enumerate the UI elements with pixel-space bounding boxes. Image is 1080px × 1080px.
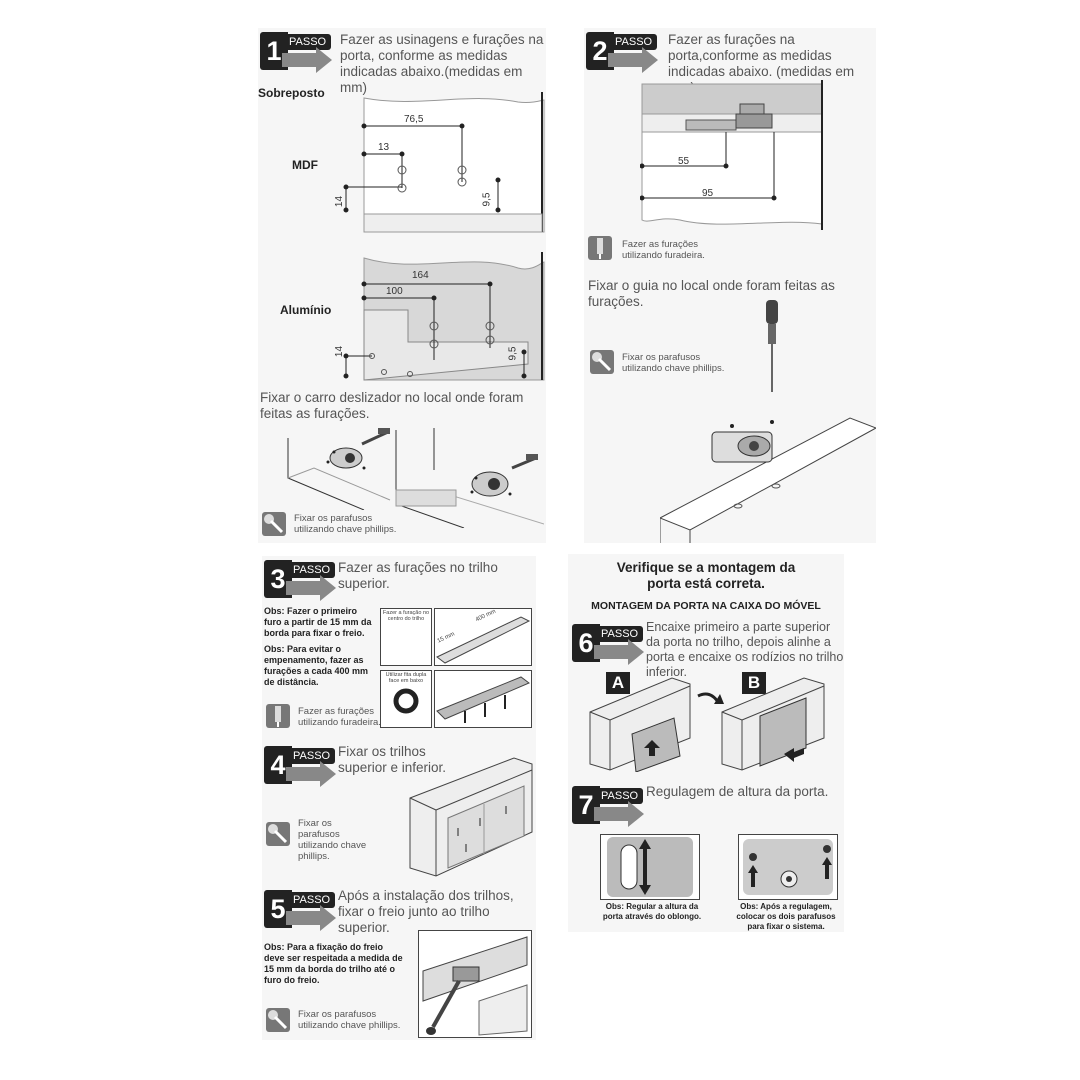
step-number: 1 <box>260 32 288 70</box>
screwdriver-icon <box>266 1008 290 1032</box>
step-5-badge: 5 PASSO <box>264 890 336 931</box>
step-word: PASSO <box>288 562 336 578</box>
aluminio-label: Alumínio <box>280 303 332 317</box>
screw-note-5: Fixar os parafusos utilizando chave phil… <box>298 1009 401 1031</box>
aluminio-door-drawing <box>343 252 545 381</box>
arrow-right-icon <box>282 47 332 73</box>
step-3-obs-1: Obs: Fazer o primeiro furo a partir de 1… <box>264 606 372 638</box>
drill-note-3: Fazer as furações utilizando furadeira. <box>298 706 381 728</box>
step-7-obs-1: Obs: Regular a altura da porta através d… <box>602 902 702 921</box>
trilho-drawing <box>436 616 531 664</box>
screwdriver-icon <box>262 512 286 536</box>
mdf-door-drawing <box>343 92 545 233</box>
alu-dim-164: 164 <box>412 270 429 281</box>
panel-step-6-7: Verifique se a montagem da porta está co… <box>568 554 844 932</box>
step-word: PASSO <box>596 788 644 804</box>
fix-guia-text: Fixar o guia no local onde foram feitas … <box>588 278 835 309</box>
alu-dim-100: 100 <box>386 286 403 297</box>
step-1-badge: 1 PASSO <box>260 32 332 73</box>
screwdriver-icon <box>590 350 614 374</box>
step-word: PASSO <box>284 34 332 50</box>
fita-dupla-label: Utilizar fita dupla face em baixo <box>385 672 427 684</box>
step-7-badge: 7 PASSO <box>572 786 644 827</box>
furacao-centro-label: Fazer a furação no centro do trilho <box>382 610 430 622</box>
check-subtitle: MONTAGEM DA PORTA NA CAIXA DO MÓVEL <box>591 600 821 612</box>
step-2-text: Fazer as furações na porta,conforme as m… <box>668 32 855 95</box>
mdf-dim-9-5: 9,5 <box>481 192 493 207</box>
arrow-right-icon <box>286 905 336 931</box>
alu-dim-9-5: 9,5 <box>507 346 519 361</box>
oblongo-illustration-box <box>600 834 700 900</box>
sobreposto-label: Sobreposto <box>258 86 325 100</box>
screw-note-4: Fixar os parafusos utilizando chave phil… <box>298 818 367 862</box>
step-4-badge: 4 PASSO <box>264 746 336 787</box>
carro-aluminio-illustration <box>395 428 544 528</box>
screwdriver-icon <box>266 822 290 846</box>
regulagem-illustration-box <box>738 834 838 900</box>
porta-furacao-drawing <box>640 80 823 230</box>
step-6-text: Encaixe primeiro a parte superior da por… <box>646 620 844 679</box>
trilhos-cabinet-illustration <box>409 757 533 877</box>
trilho-inferior-drawing <box>436 676 530 723</box>
carro-mdf-illustration <box>287 428 391 510</box>
step-7-obs-2: Obs: Após a regulagem, colocar os dois p… <box>736 902 836 931</box>
step-word: PASSO <box>288 748 336 764</box>
drill-icon <box>588 236 612 260</box>
arrow-right-icon <box>594 801 644 827</box>
panel-step-2: 2 PASSO Fazer as furações na porta,confo… <box>584 28 876 543</box>
step-6-badge: 6 PASSO <box>572 624 644 665</box>
step-3-badge: 3 PASSO <box>264 560 336 601</box>
arrow-right-icon <box>286 761 336 787</box>
label-b-badge: B <box>742 672 766 694</box>
curved-arrow-icon <box>697 692 724 704</box>
fix-carro-text: Fixar o carro deslizador no local onde f… <box>260 390 524 421</box>
step-5-text: Após a instalação dos trilhos, fixar o f… <box>338 888 514 935</box>
step-7-text: Regulagem de altura da porta. <box>646 784 829 799</box>
drill-icon <box>266 704 290 728</box>
check-title: Verifique se a montagem da porta está co… <box>616 560 796 591</box>
screw-note-2: Fixar os parafusos utilizando chave phil… <box>622 352 725 374</box>
step-word: PASSO <box>610 34 658 50</box>
regulagem-illustration <box>743 839 833 895</box>
guia-illustration <box>660 300 876 543</box>
step-3-text: Fazer as furações no trilho superior. <box>338 560 498 591</box>
freio-illustration-box <box>418 930 532 1038</box>
step-5-obs: Obs: Para a fixação do freio deve ser re… <box>264 942 403 985</box>
step-3-obs-2: Obs: Para evitar o empenamento, fazer as… <box>264 644 369 687</box>
trilho-dim-box: 15 mm 400 mm <box>434 608 532 666</box>
furacao-centro-box: Fazer a furação no centro do trilho <box>380 608 432 666</box>
panel-step-1: 1 PASSO Fazer as usinagens e furações na… <box>258 28 546 543</box>
tape-roll-icon <box>393 688 419 714</box>
mdf-dim-13: 13 <box>378 142 390 153</box>
mdf-dim-14: 14 <box>334 195 346 208</box>
step-word: PASSO <box>596 626 644 642</box>
screw-note-1: Fixar os parafusos utilizando chave phil… <box>294 513 397 535</box>
step-1-text: Fazer as usinagens e furações na porta, … <box>340 32 544 95</box>
step-word: PASSO <box>288 892 336 908</box>
freio-illustration <box>422 936 528 1036</box>
step-4-text: Fixar os trilhos superior e inferior. <box>338 744 447 775</box>
dim-95: 95 <box>702 188 714 199</box>
mdf-dim-76-5: 76,5 <box>404 114 424 125</box>
drill-note-2: Fazer as furações utilizando furadeira. <box>622 239 705 261</box>
alu-dim-14: 14 <box>334 345 346 358</box>
step-2-badge: 2 PASSO <box>586 32 658 73</box>
fita-dupla-box: Utilizar fita dupla face em baixo <box>380 670 432 728</box>
cabinet-a-illustration <box>589 677 691 772</box>
cabinet-b-illustration <box>721 677 825 771</box>
mdf-label: MDF <box>292 158 318 172</box>
dim-55: 55 <box>678 156 690 167</box>
oblongo-illustration <box>607 837 693 897</box>
step-number: 3 <box>264 560 292 598</box>
panel-step-3-5: 3 PASSO Fazer as furações no trilho supe… <box>262 556 536 1040</box>
arrow-right-icon <box>608 47 658 73</box>
arrow-right-icon <box>594 639 644 665</box>
trilho-inferior-box <box>434 670 532 728</box>
arrow-right-icon <box>286 575 336 601</box>
label-a-badge: A <box>606 672 630 694</box>
